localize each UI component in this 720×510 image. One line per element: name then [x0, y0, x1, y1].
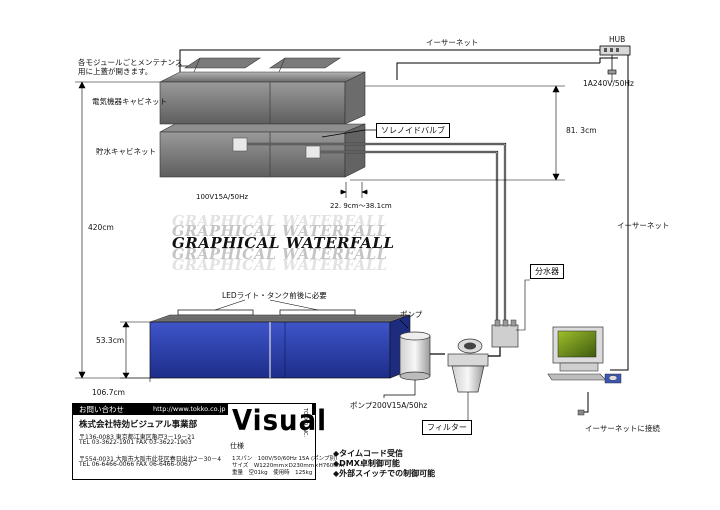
ethernet-top-label: イーサーネット — [426, 38, 479, 47]
waterfall-title: GRAPHICAL WATERFALL — [172, 234, 395, 252]
tokyo-address: 〒136-0083 東京都江東区亀戸3－19－21 — [79, 434, 195, 441]
height-1067-label: 106.7cm — [92, 388, 125, 397]
electrical-cabinet-label: 電気機器キャビネット — [92, 97, 167, 106]
waterfall-echo-3: GRAPHICAL WATERFALL — [172, 246, 388, 263]
height-813-label: 81. 3cm — [566, 126, 597, 135]
computer — [547, 326, 622, 416]
contact-header: お問い合わせ http://www.tokko.co.jp — [73, 404, 315, 415]
solenoid-valve-label: ソレノイドバルブ — [376, 123, 450, 138]
pump-power-label: ポンプ200V15A/50hz — [350, 401, 428, 410]
dimension-420 — [75, 81, 160, 379]
contact-title: お問い合わせ — [79, 405, 124, 414]
feature-item: ◆DMX卓制御可能 — [333, 459, 400, 468]
water-storage-cabinet — [159, 123, 366, 178]
waterfall-echo-2: GRAPHICAL WATERFALL — [172, 223, 388, 240]
ethernet-lines — [179, 49, 629, 413]
osaka-phone: TEL 06-6466-0066 FAX 06-6466-0067 — [79, 461, 192, 468]
feature-item: ◆タイムコード受信 — [333, 449, 403, 458]
ethernet-right-label: イーサーネット — [617, 221, 670, 230]
dimension-tank — [120, 321, 151, 382]
water-distributor-label: 分水器 — [530, 264, 564, 279]
filter — [447, 338, 489, 422]
logo-brand: Visual — [232, 404, 328, 438]
logo-side-text: TOKKO INC. — [302, 408, 308, 438]
company-name: 株式会社特効ビジュアル事業部 — [79, 420, 198, 430]
hub-device — [599, 45, 631, 75]
water-distributor — [491, 279, 530, 348]
pump — [399, 319, 431, 381]
filter-label: フィルター — [422, 420, 472, 435]
tokyo-phone: TEL 03-3622-1901 FAX 03-3622-1903 — [79, 439, 192, 446]
water-storage-cabinet-label: 貯水キャビネット — [96, 147, 156, 156]
osaka-address: 〒554-0031 大阪市大阪市此花区春日出北2－30－4 — [79, 456, 222, 463]
height-420-label: 420cm — [88, 223, 114, 232]
height-533-label: 53.3cm — [96, 336, 125, 345]
led-light-label: LEDライト・タンク前後に必要 — [222, 291, 327, 300]
feature-item: ◆外部スイッチでの制御可能 — [333, 469, 436, 478]
waterfall-echo-1: GRAPHICAL WATERFALL — [172, 213, 388, 230]
waterfall-echo-4: GRAPHICAL WATERFALL — [172, 257, 388, 274]
hub-label: HUB — [609, 35, 626, 44]
power-top-label: 100V15A/50Hz — [196, 193, 249, 201]
hub-power-label: 1A240V/50Hz — [583, 79, 634, 88]
maintenance-note-1: 各モジュールごとメンテナンス — [78, 58, 183, 67]
spec-line-1: 1スパン 100V/50/60Hz 15A (ポンプ別) — [232, 456, 338, 462]
led-lights — [177, 299, 356, 316]
pump-label: ポンプ — [400, 310, 423, 319]
dimension-813 — [350, 85, 565, 181]
spec-line-3: 重量 空01kg 使用時 125kg — [232, 470, 313, 476]
contact-url[interactable]: http://www.tokko.co.jp — [153, 405, 226, 413]
electrical-cabinet — [159, 71, 366, 125]
width-range-label: 22. 9cm～38.1cm — [330, 202, 392, 210]
dimension-width — [340, 182, 368, 198]
maintenance-note-2: 用に上蓋が開きます。 — [78, 67, 153, 76]
logo-subtitle: 仕様 — [230, 442, 244, 450]
spec-line-2: サイズ W1220mm×D230mm×H760mm — [232, 463, 344, 469]
water-tank — [149, 314, 411, 379]
visual-logo: Visual 仕様 TOKKO INC. — [228, 404, 326, 452]
cabinet-lids — [184, 57, 341, 73]
ethernet-connect-label: イーサーネットに接続 — [585, 424, 660, 433]
